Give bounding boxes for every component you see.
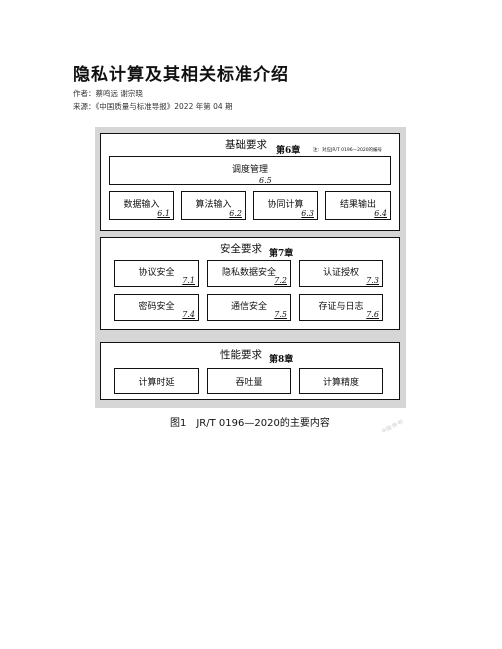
box-label: 调度管理 (231, 165, 268, 175)
communication-security-box: 通信安全 7.5 (207, 294, 291, 321)
cryptography-security-box: 密码安全 7.4 (114, 294, 199, 321)
group-title: 安全要求 (220, 243, 262, 255)
box-label: 存证与日志 (318, 302, 364, 312)
box-number: 7.1 (182, 276, 195, 285)
author-line: 作者：蔡鸣远 谢宗晓 (73, 89, 143, 98)
box-number: 6.1 (157, 209, 170, 218)
box-label: 结果输出 (339, 200, 376, 210)
box-number: 7.3 (366, 276, 379, 285)
computation-latency-box: 计算时延 (114, 368, 199, 394)
box-label: 吞吐量 (235, 378, 263, 388)
data-input-box: 数据输入 6.1 (109, 191, 174, 220)
box-number: 6.4 (374, 209, 387, 218)
box-number: 6.3 (301, 209, 314, 218)
box-label: 协议安全 (138, 268, 175, 278)
box-label: 密码安全 (138, 302, 175, 312)
box-number: 6.5 (259, 176, 272, 185)
box-number: 7.5 (274, 310, 287, 319)
box-number: 7.6 (366, 310, 379, 319)
box-label: 计算精度 (322, 378, 359, 388)
chapter-label: 第7章 (269, 249, 294, 259)
box-label: 协同计算 (267, 200, 304, 210)
authentication-authorization-box: 认证授权 7.3 (299, 260, 383, 287)
source-line: 来源：《中国质量与标准导报》2022 年第 04 期 (73, 102, 233, 111)
private-data-security-box: 隐私数据安全 7.2 (207, 260, 291, 287)
evidence-and-log-box: 存证与日志 7.6 (299, 294, 383, 321)
box-label: 隐私数据安全 (221, 268, 276, 278)
article-title: 隐私计算及其相关标准介绍 (73, 65, 289, 85)
computation-precision-box: 计算精度 (299, 368, 383, 394)
group-title: 基础要求 (225, 139, 267, 151)
chapter-label: 第8章 (269, 355, 294, 365)
result-output-box: 结果输出 6.4 (325, 191, 391, 220)
box-label: 算法输入 (195, 200, 232, 210)
performance-requirements-group: 性能要求 第8章 计算时延 吞吐量 计算精度 (100, 342, 400, 400)
box-label: 认证授权 (322, 268, 359, 278)
throughput-box: 吞吐量 (207, 368, 291, 394)
box-number: 6.2 (229, 209, 242, 218)
watermark: 中国·质·标 (381, 418, 405, 436)
box-number: 7.4 (182, 310, 195, 319)
algorithm-input-box: 算法输入 6.2 (181, 191, 246, 220)
protocol-security-box: 协议安全 7.1 (114, 260, 199, 287)
security-requirements-group: 安全要求 第7章 协议安全 7.1 隐私数据安全 7.2 认证授权 7.3 密码… (100, 237, 400, 330)
collaborative-computing-box: 协同计算 6.3 (253, 191, 318, 220)
figure-diagram: 基础要求 第6章 注：对应JR/T 0196—2020的编号 调度管理 6.5 … (95, 127, 406, 408)
scheduling-management-box: 调度管理 6.5 (109, 156, 391, 185)
figure-caption: 图1 JR/T 0196—2020的主要内容 (170, 418, 330, 429)
chapter-label: 第6章 (276, 146, 301, 156)
box-label: 通信安全 (230, 302, 267, 312)
box-number: 7.2 (274, 276, 287, 285)
box-label: 数据输入 (123, 200, 160, 210)
basic-requirements-group: 基础要求 第6章 注：对应JR/T 0196—2020的编号 调度管理 6.5 … (100, 133, 400, 231)
box-label: 计算时延 (138, 378, 175, 388)
numbering-note: 注：对应JR/T 0196—2020的编号 (313, 148, 383, 153)
group-title: 性能要求 (220, 349, 262, 361)
